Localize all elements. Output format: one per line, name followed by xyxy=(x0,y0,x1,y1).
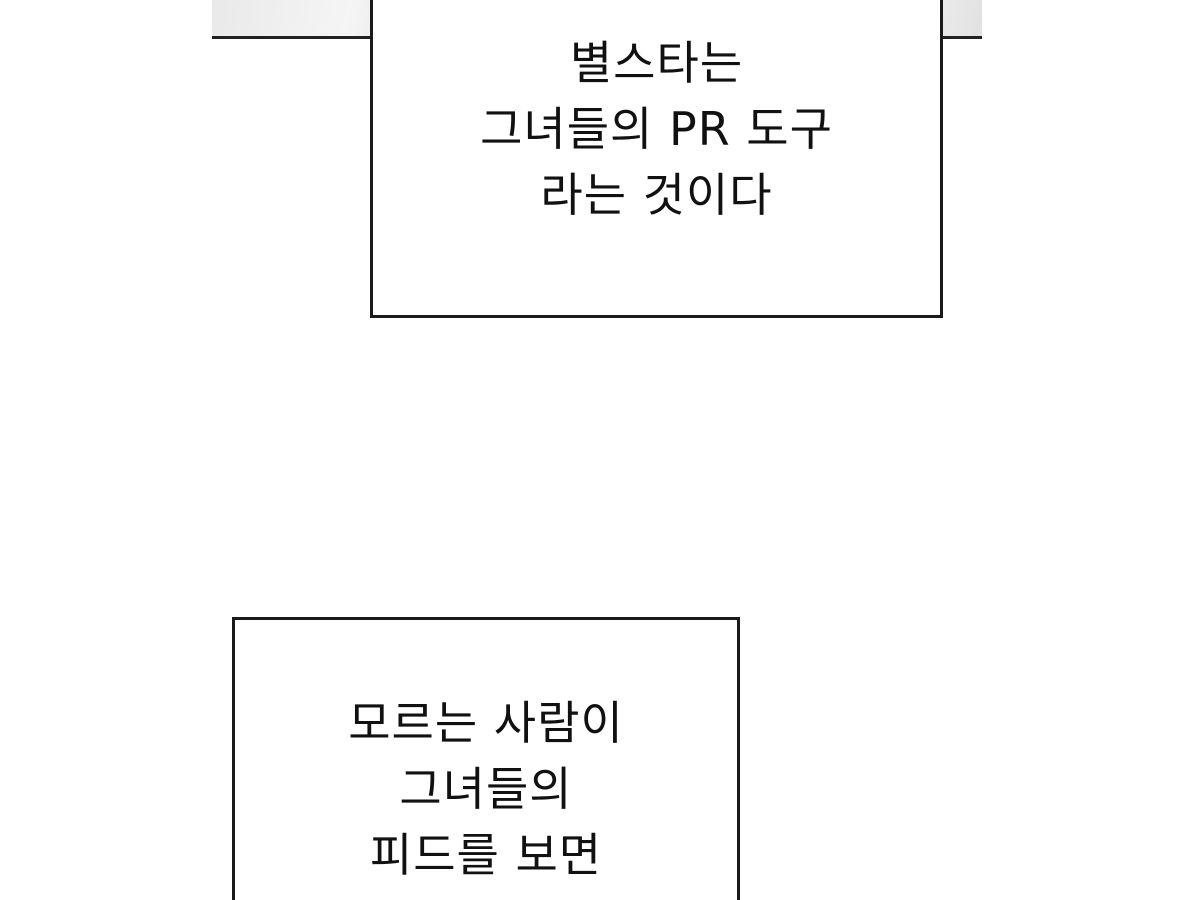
caption-line: 그녀들의 xyxy=(399,762,573,816)
caption-text-bottom: 모르는 사람이 그녀들의 피드를 보면 xyxy=(348,690,624,888)
caption-box-top: 별스타는 그녀들의 PR 도구 라는 것이다 xyxy=(370,0,943,318)
caption-line: 라는 것이다 xyxy=(540,168,773,222)
caption-text-top: 별스타는 그녀들의 PR 도구 라는 것이다 xyxy=(480,30,833,228)
caption-line: 모르는 사람이 xyxy=(348,696,624,750)
caption-line: 그녀들의 PR 도구 xyxy=(480,102,833,156)
caption-line: 피드를 보면 xyxy=(369,828,603,882)
caption-box-bottom: 모르는 사람이 그녀들의 피드를 보면 xyxy=(232,617,740,900)
caption-line: 별스타는 xyxy=(569,36,744,90)
